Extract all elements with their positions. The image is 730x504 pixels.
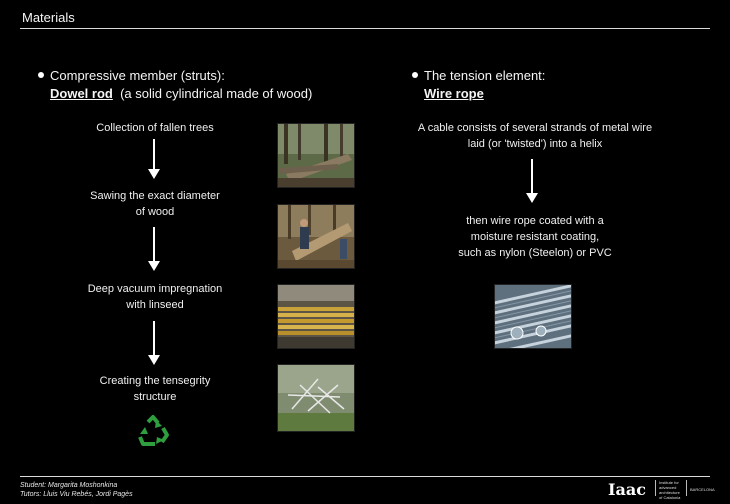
iaac-logo: Iaac [608,480,646,499]
left-bullet-text: Compressive member (struts): [50,68,225,83]
coating-line-1: then wire rope coated with a [466,215,604,227]
impregnation-photo [277,284,355,349]
coating-line-2: moisture resistant coating, [470,231,600,243]
right-subtitle: Wire rope [424,86,484,101]
wire-rope-desc-line-1: A cable consists of several strands of m… [417,122,653,134]
right-bullet-text: The tension element: [424,68,546,83]
recycle-icon [136,414,170,448]
tutors-credit: Tutors: Lluis Viu Rebés, Jordi Pagès [20,491,133,498]
arrow-down-icon [148,139,160,179]
step-3: Deep vacuum impregnation with linseed [87,283,223,311]
left-bullet: Compressive member (struts): [38,68,225,83]
logo-city: BARCELONA [690,487,715,492]
dowel-rod-desc: (a solid cylindrical made of wood) [120,86,313,101]
bullet-dot-icon [38,72,44,78]
footer-divider [20,476,710,477]
dowel-rod-label: Dowel rod [50,86,113,101]
fallen-trees-photo [277,123,355,188]
sawing-wood-photo [277,204,355,269]
wire-rope-label: Wire rope [424,86,484,101]
tensegrity-structure-photo [277,364,355,432]
coating-line-3: such as nylon (Steelon) or PVC [458,247,612,259]
logo-sub-line: advanced [659,485,677,490]
page-title: Materials [22,10,75,25]
arrow-down-icon [526,159,538,205]
logo-sub-line: of Catalonia [659,495,681,500]
wire-rope-photo [494,284,572,349]
step-4: Creating the tensegrity structure [99,375,211,403]
logo-sub-line: Institute for [659,480,679,485]
step-1: Collection of fallen trees [96,122,214,134]
logo-divider [655,480,656,496]
arrow-down-icon [148,321,160,367]
logo-subtitle: Institute for advanced architecture of C… [659,480,680,500]
step-2: Sawing the exact diameter of wood [90,190,220,218]
bullet-dot-icon [412,72,418,78]
header-divider [20,28,710,29]
logo-sub-line: architecture [659,490,680,495]
arrow-down-icon [148,227,160,273]
right-bullet: The tension element: [412,68,545,83]
left-subtitle: Dowel rod (a solid cylindrical made of w… [50,86,312,101]
wire-rope-desc-line-2: laid (or 'twisted') into a helix [467,138,603,150]
student-credit: Student: Margarita Moshonkina [20,482,118,489]
logo-divider [686,480,687,496]
